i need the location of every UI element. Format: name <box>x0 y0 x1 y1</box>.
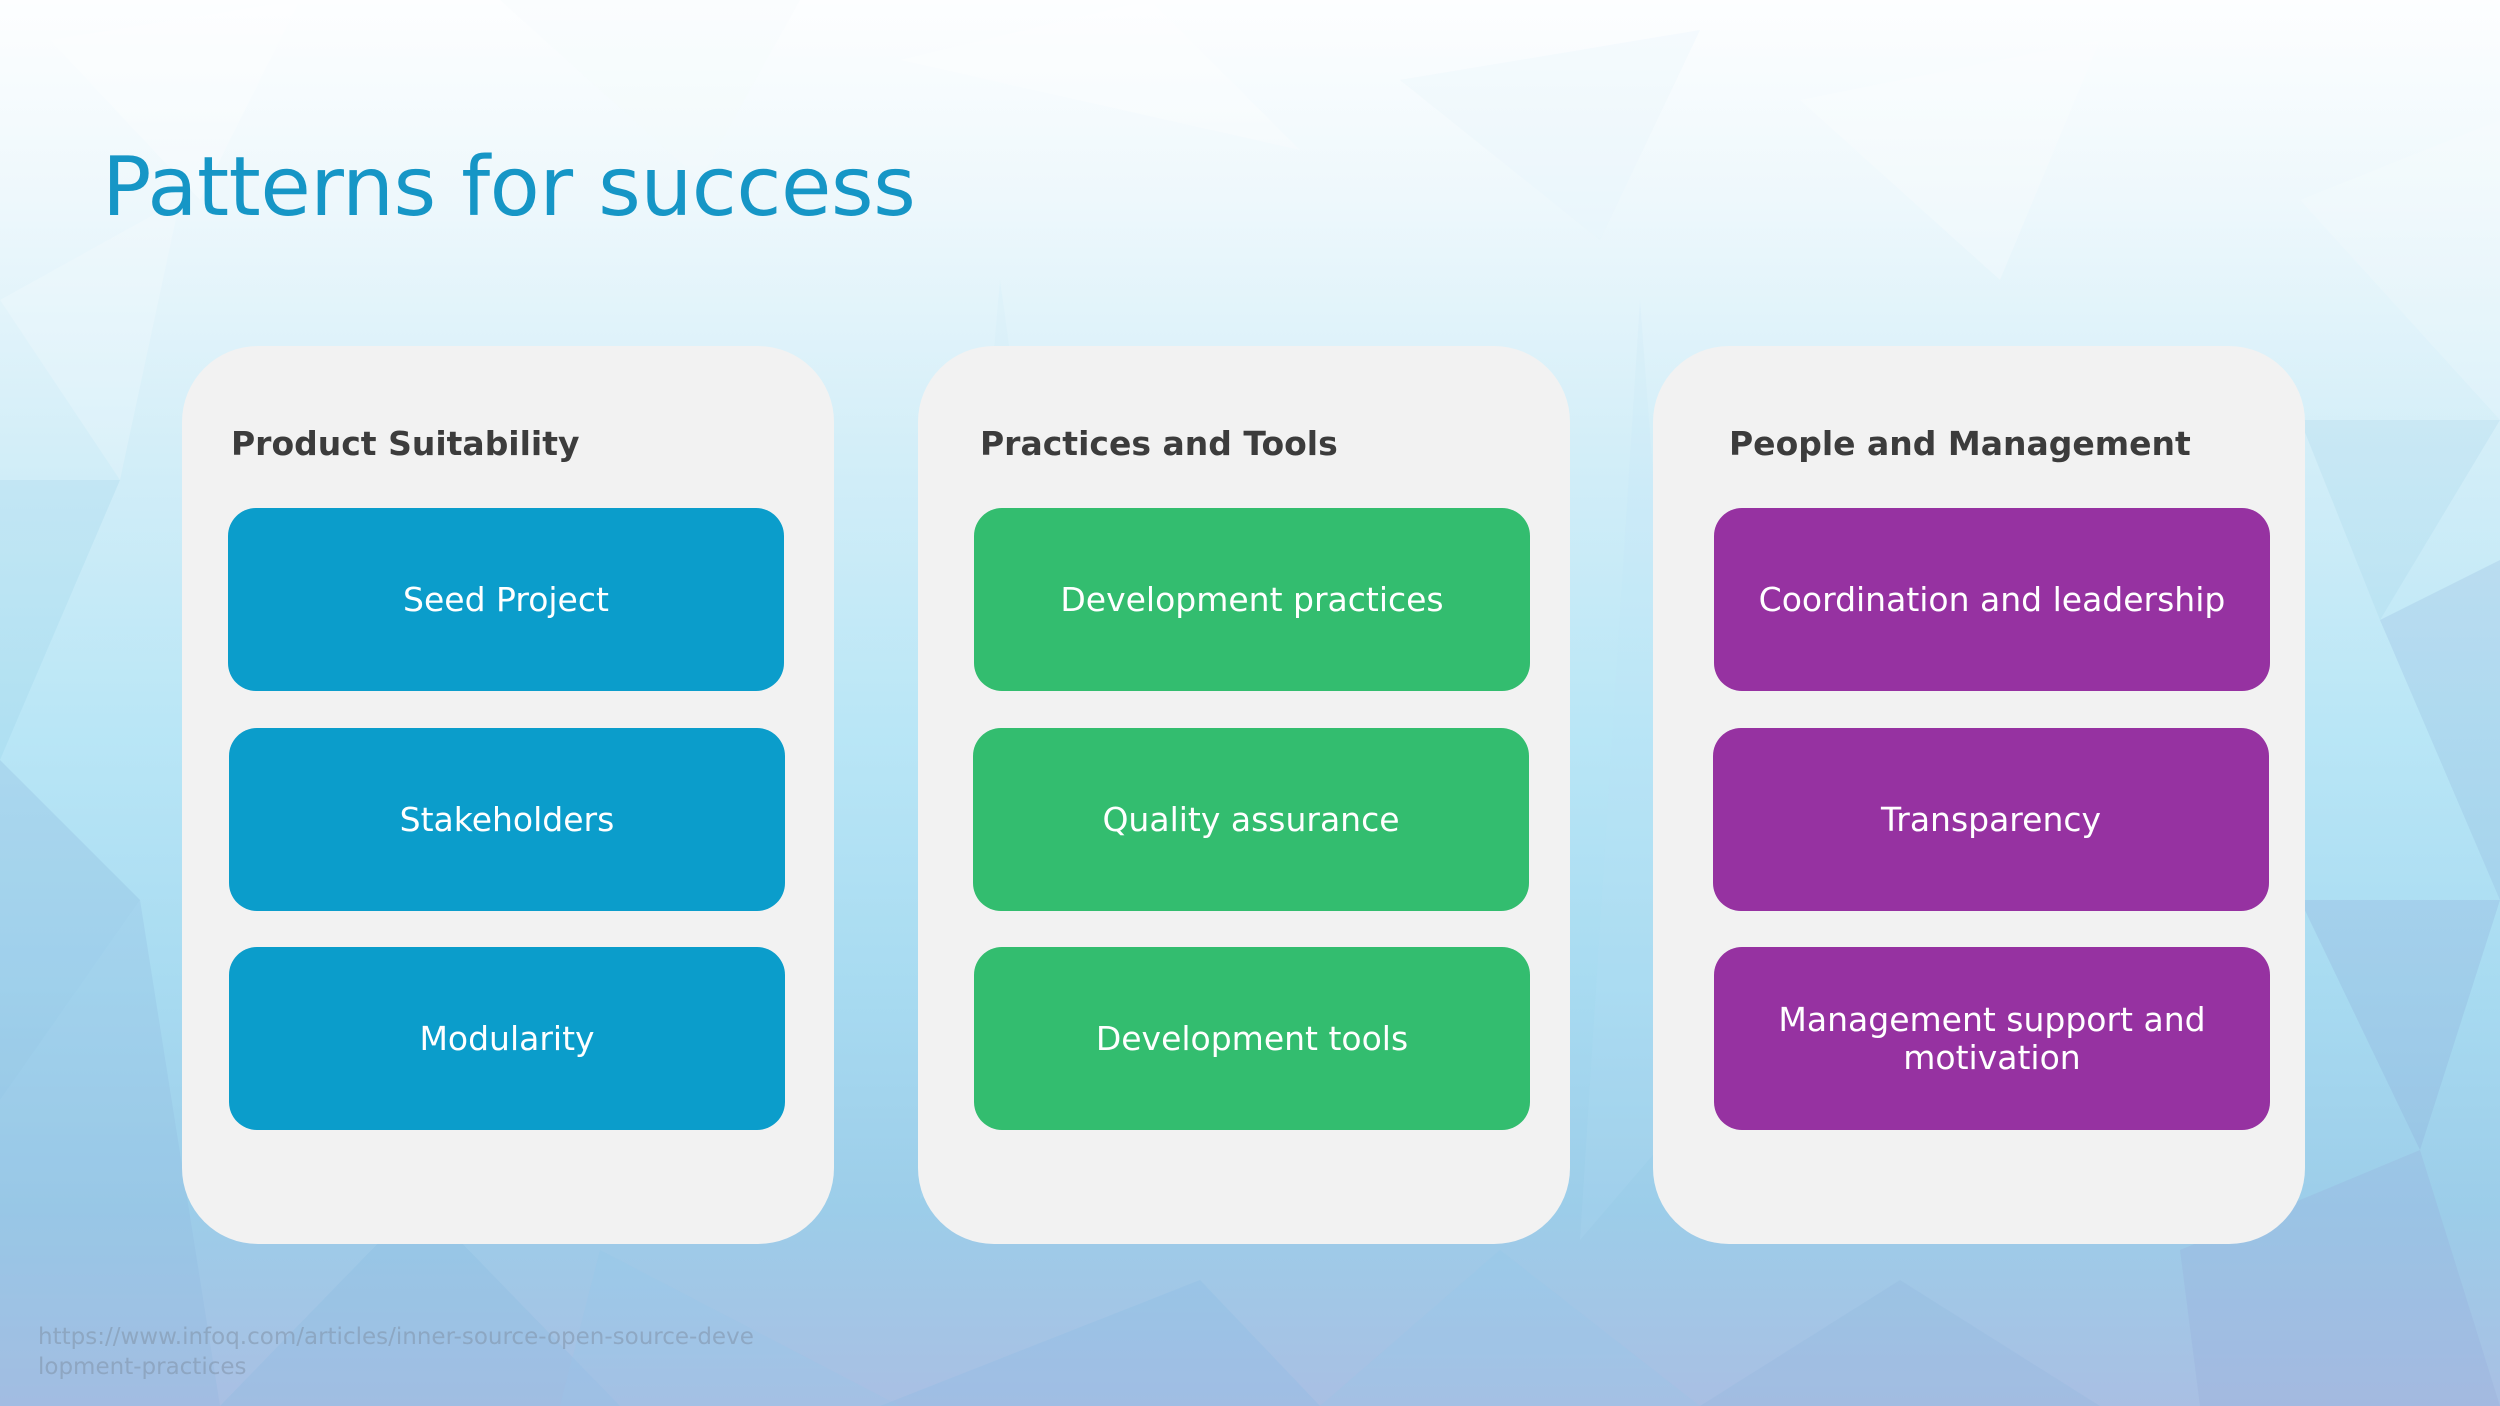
column-card-practices-and-tools: Practices and Tools Development practice… <box>918 346 1570 1244</box>
page-title: Patterns for success <box>102 140 916 235</box>
column-heading: People and Management <box>1729 424 2191 463</box>
pattern-tile-quality-assurance[interactable]: Quality assurance <box>973 728 1529 911</box>
pattern-tile-seed-project[interactable]: Seed Project <box>228 508 784 691</box>
pattern-tile-development-tools[interactable]: Development tools <box>974 947 1530 1130</box>
column-card-product-suitability: Product Suitability Seed Project Stakeho… <box>182 346 834 1244</box>
pattern-tile-management-support[interactable]: Management support and motivation <box>1714 947 2270 1130</box>
column-card-people-and-management: People and Management Coordination and l… <box>1653 346 2305 1244</box>
column-heading: Product Suitability <box>231 424 580 463</box>
pattern-tile-stakeholders[interactable]: Stakeholders <box>229 728 785 911</box>
source-link[interactable]: https://www.infoq.com/articles/inner-sou… <box>38 1324 754 1380</box>
pattern-tile-modularity[interactable]: Modularity <box>229 947 785 1130</box>
column-heading: Practices and Tools <box>980 424 1338 463</box>
pattern-tile-development-practices[interactable]: Development practices <box>974 508 1530 691</box>
pattern-tile-transparency[interactable]: Transparency <box>1713 728 2269 911</box>
pattern-tile-coordination-and-leadership[interactable]: Coordination and leadership <box>1714 508 2270 691</box>
